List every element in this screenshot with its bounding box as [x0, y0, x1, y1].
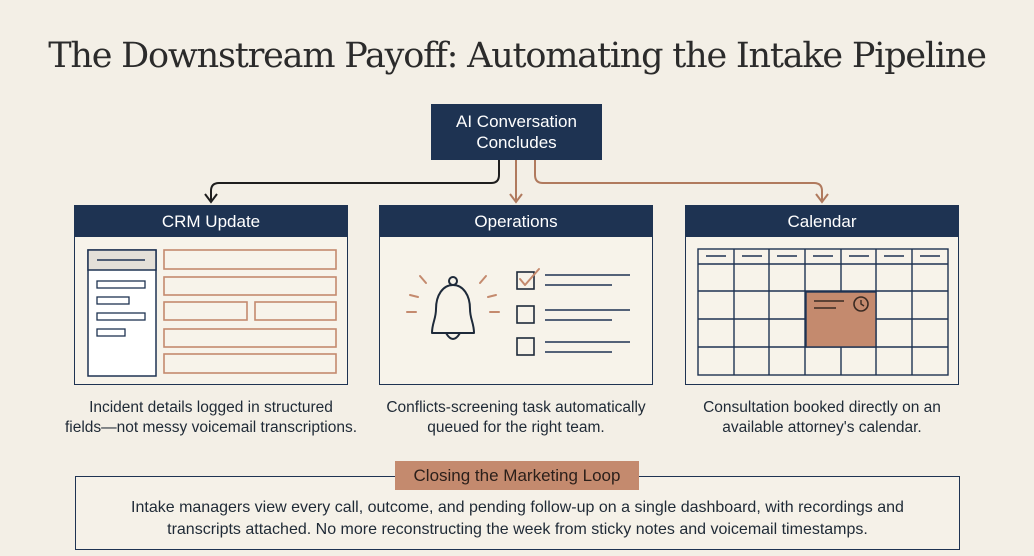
caption-operations: Conflicts-screening task automatically q… — [366, 398, 666, 438]
arrowhead-crm — [204, 193, 218, 204]
source-node-line2: Concludes — [476, 133, 557, 152]
panel-operations: Operations — [379, 205, 653, 385]
caption-calendar-line1: Consultation booked directly on an — [703, 399, 941, 416]
caption-calendar: Consultation booked directly on an avail… — [672, 398, 972, 438]
marketing-loop-line1: Intake managers view every call, outcome… — [131, 499, 904, 516]
calendar-icon — [697, 248, 949, 376]
marketing-loop-line2: transcripts attached. No more reconstruc… — [167, 521, 868, 538]
crm-form-icon — [87, 249, 337, 377]
arrowhead-operations — [509, 193, 523, 204]
caption-crm-line2: fields—not messy voicemail transcription… — [64, 419, 358, 436]
arrowhead-calendar — [815, 193, 829, 204]
source-node-line1: AI Conversation — [456, 112, 577, 131]
booked-appointment-block — [805, 291, 877, 348]
caption-calendar-line2: available attorney's calendar. — [722, 419, 922, 436]
panel-operations-title: Operations — [380, 206, 652, 237]
caption-operations-line2: queued for the right team. — [427, 419, 605, 436]
panel-calendar-title: Calendar — [686, 206, 958, 237]
caption-crm-line1: Incident details logged in structured — [89, 399, 333, 416]
caption-crm: Incident details logged in structured fi… — [61, 398, 361, 438]
marketing-loop-text: Intake managers view every call, outcome… — [90, 497, 945, 541]
flow-arrows — [204, 160, 829, 204]
caption-operations-line1: Conflicts-screening task automatically — [386, 399, 646, 416]
checklist-icon — [516, 268, 630, 356]
arrow-to-crm — [210, 160, 500, 200]
page-title: The Downstream Payoff: Automating the In… — [48, 36, 987, 76]
panel-crm-update: CRM Update — [74, 205, 348, 385]
panel-calendar: Calendar — [685, 205, 959, 385]
bell-ring-lines — [406, 275, 500, 313]
arrow-to-calendar — [534, 160, 823, 200]
source-node: AI Conversation Concludes — [431, 104, 602, 160]
bell-checklist-icon — [406, 268, 630, 356]
marketing-loop-tag: Closing the Marketing Loop — [395, 461, 639, 490]
panel-crm-title: CRM Update — [75, 206, 347, 237]
bell-icon — [431, 276, 475, 340]
